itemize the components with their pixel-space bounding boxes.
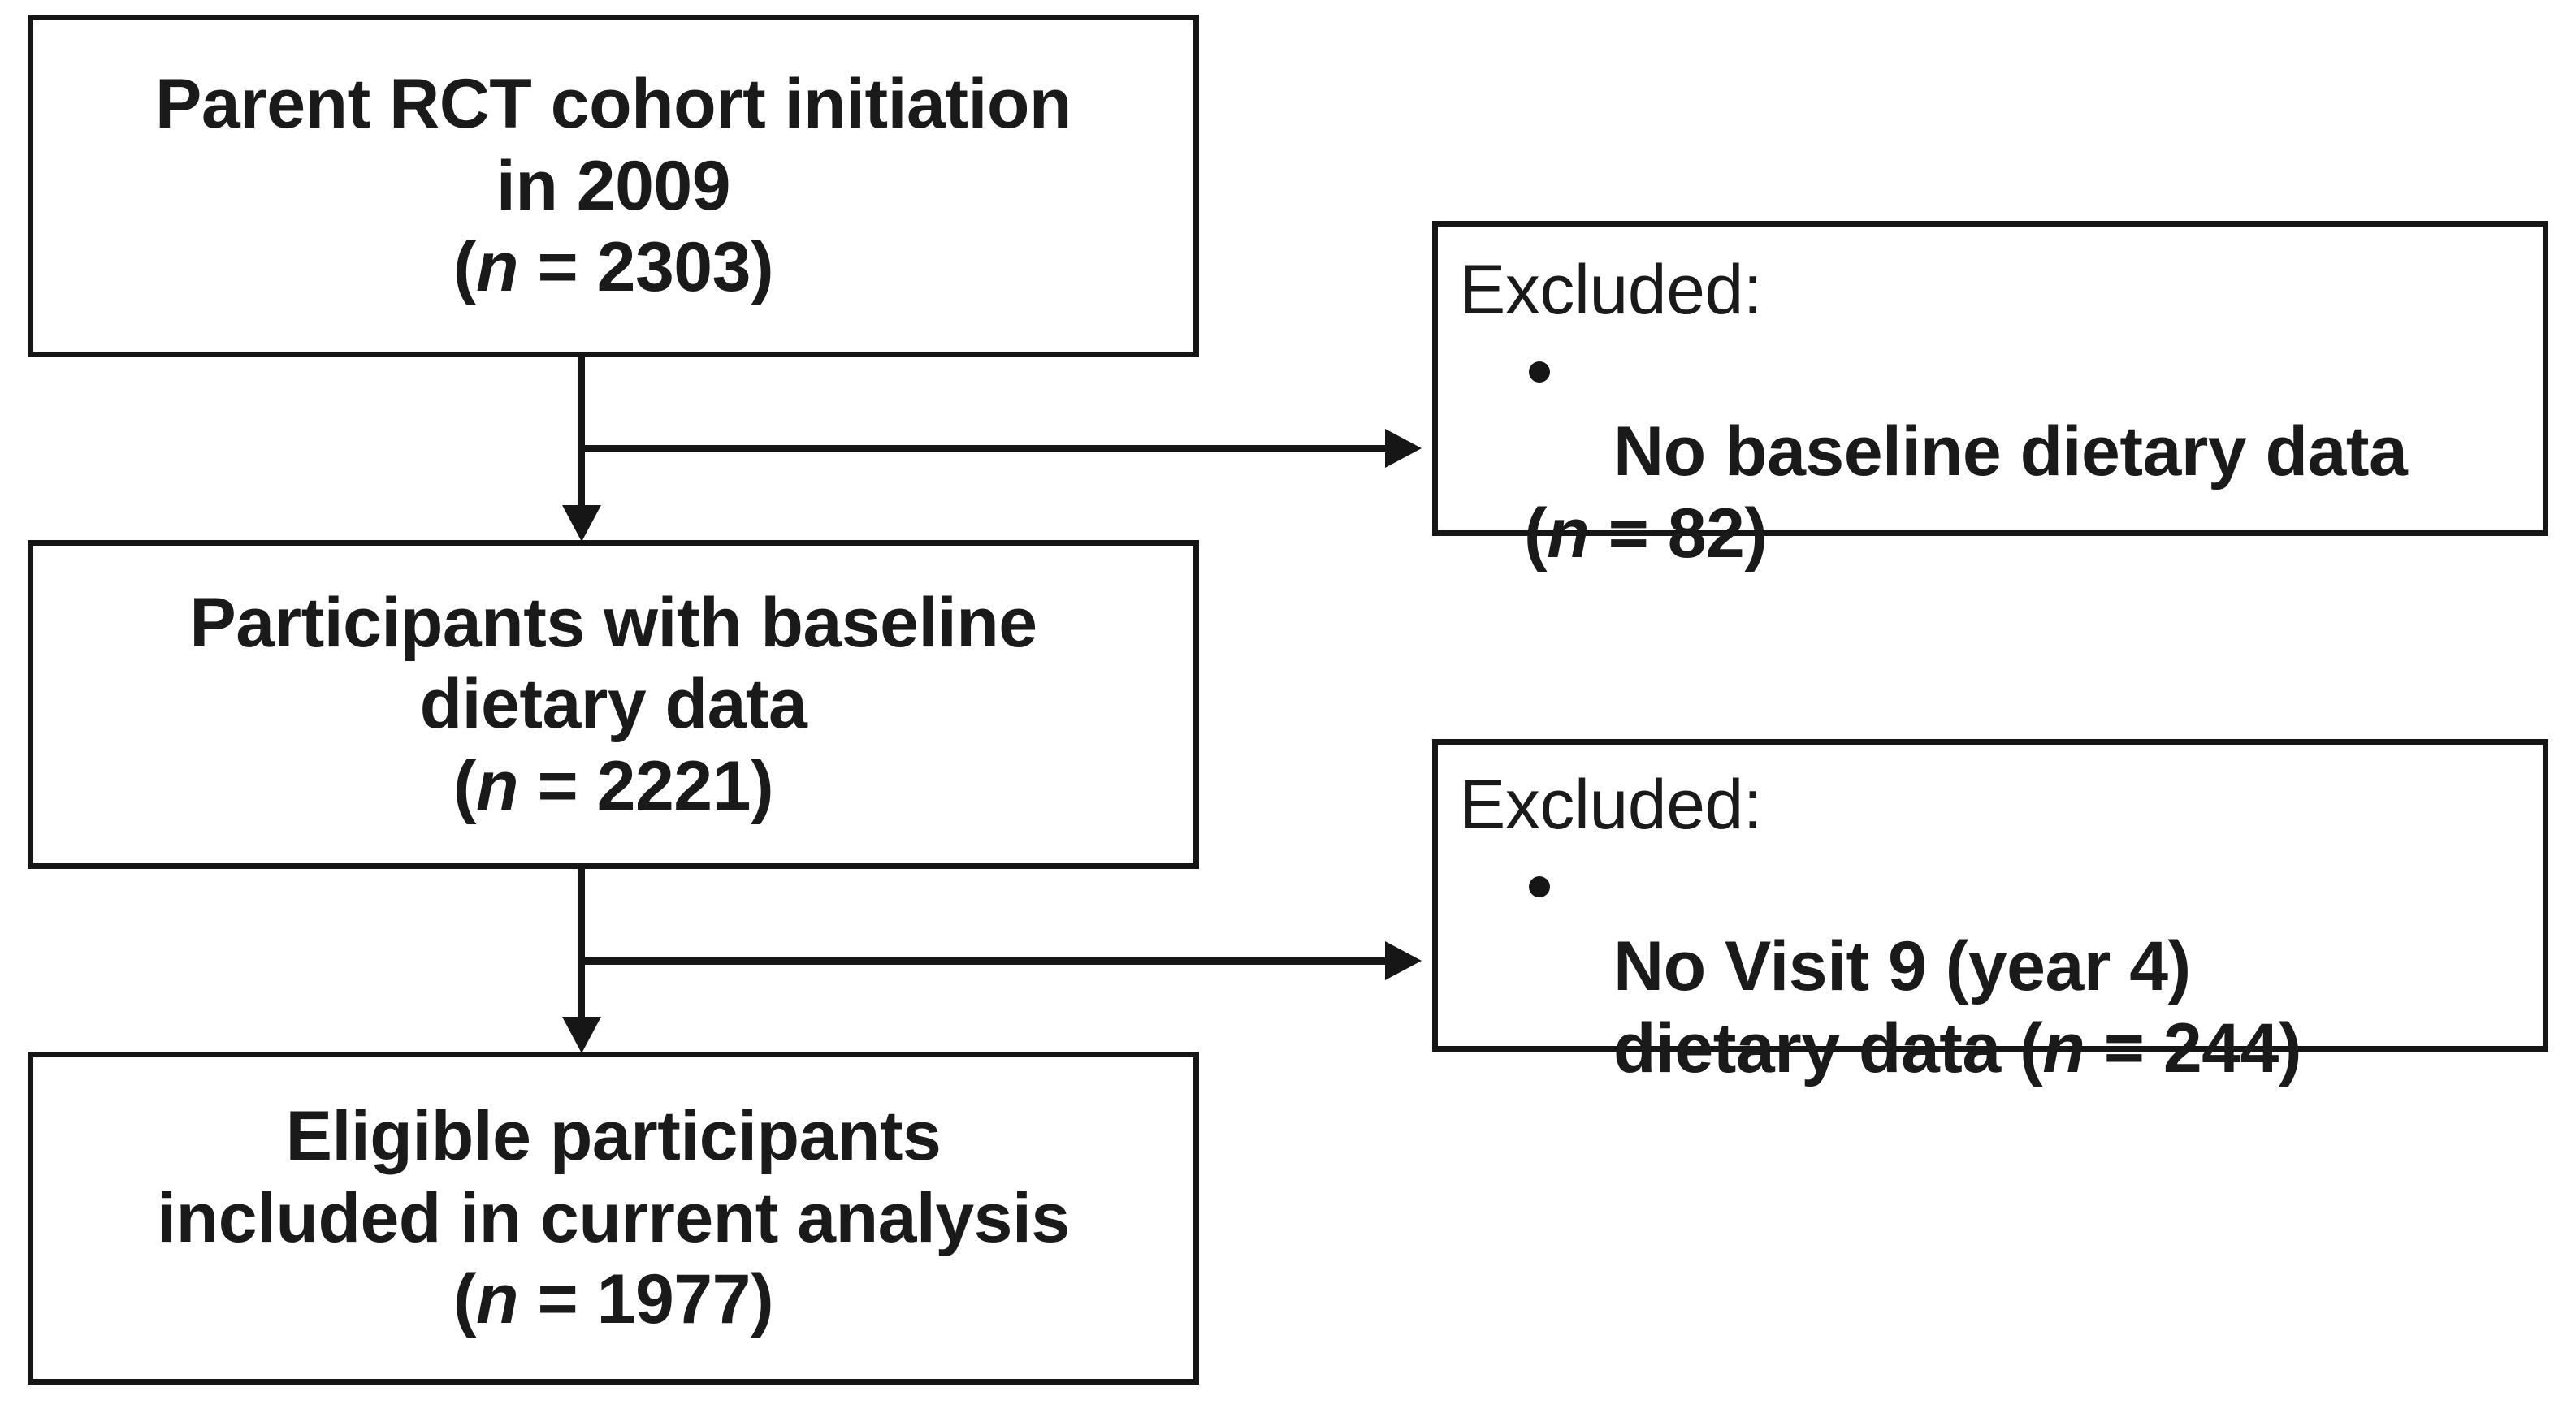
node-cohort-initiation-count: (n = 2303) xyxy=(452,228,774,307)
node-excluded-2[interactable]: Excluded: No Visit 9 (year 4)dietary dat… xyxy=(1432,739,2548,1087)
node-excluded-1[interactable]: Excluded: No baseline dietary data(n = 8… xyxy=(1432,221,2548,573)
connector-arrowhead-right-2 xyxy=(1385,941,1422,980)
connector-horizontal-stem-1 xyxy=(581,445,1387,452)
connector-arrowhead-down-1 xyxy=(562,505,601,542)
node-excluded-1-reason-item: No baseline dietary data(n = 82) xyxy=(1438,329,2543,655)
node-excluded-1-reason-list: No baseline dietary data(n = 82) xyxy=(1438,329,2543,655)
connector-arrowhead-right-1 xyxy=(1385,429,1422,468)
node-eligible-participants-label: Eligible participants included in curren… xyxy=(157,1097,1070,1257)
connector-horizontal-stem-2 xyxy=(581,957,1387,965)
node-excluded-1-heading: Excluded: xyxy=(1459,251,1763,329)
node-excluded-2-count: dietary data (n = 244) xyxy=(1613,1009,2301,1087)
node-excluded-1-count: (n = 82) xyxy=(1524,494,1768,573)
node-excluded-2-reason-text-2: dietary data xyxy=(1613,1009,2020,1087)
node-baseline-participants-label: Participants with baseline dietary data xyxy=(189,583,1037,744)
connector-vertical-stem-2 xyxy=(578,869,585,1023)
node-eligible-participants[interactable]: Eligible participants included in curren… xyxy=(28,1052,1199,1385)
node-baseline-participants-count: (n = 2221) xyxy=(452,746,774,825)
node-excluded-1-reason-text: No baseline dietary data xyxy=(1613,412,2408,491)
node-excluded-2-reason-list: No Visit 9 (year 4)dietary data (n = 244… xyxy=(1438,844,2543,1170)
connector-arrowhead-down-2 xyxy=(562,1017,601,1053)
node-cohort-initiation[interactable]: Parent RCT cohort initiation in 2009 (n … xyxy=(28,15,1199,357)
node-cohort-initiation-label: Parent RCT cohort initiation in 2009 xyxy=(155,65,1072,225)
bullet-icon xyxy=(1529,361,1550,383)
node-eligible-participants-count: (n = 1977) xyxy=(452,1260,774,1339)
node-excluded-2-reason-text: No Visit 9 (year 4) xyxy=(1613,927,2191,1005)
connector-vertical-stem-1 xyxy=(578,357,585,512)
node-baseline-participants[interactable]: Participants with baseline dietary data … xyxy=(28,540,1199,869)
node-excluded-2-heading: Excluded: xyxy=(1459,766,1763,844)
node-excluded-2-reason-item: No Visit 9 (year 4)dietary data (n = 244… xyxy=(1438,844,2543,1170)
bullet-icon xyxy=(1529,875,1550,897)
